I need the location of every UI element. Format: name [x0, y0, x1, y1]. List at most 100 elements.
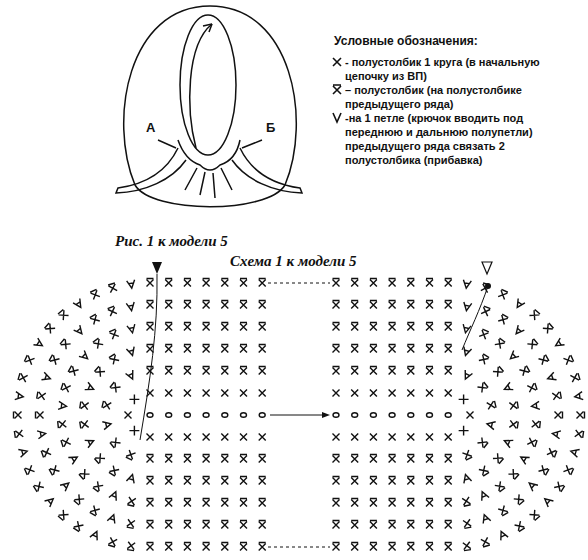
stitch-symbol	[333, 477, 340, 485]
stitch-symbol	[370, 279, 377, 287]
stitch-symbol	[407, 499, 414, 507]
stitch-symbol	[479, 329, 489, 339]
stitch-symbol	[108, 283, 117, 293]
stitch-symbol	[370, 323, 377, 331]
chain-stitch	[333, 413, 339, 418]
stitch-symbol	[184, 345, 191, 353]
stitch-symbol	[445, 434, 452, 441]
stitch-symbol	[102, 401, 111, 410]
stitch-symbol	[90, 530, 101, 541]
stitch-symbol	[498, 289, 508, 299]
stitch-symbol	[407, 390, 414, 397]
stitch-symbol	[127, 519, 135, 528]
direction-arrow	[270, 415, 326, 416]
stitch-symbol	[503, 437, 514, 448]
stitch-symbol	[463, 542, 471, 551]
stitch-symbol	[463, 519, 471, 528]
end-marker	[482, 262, 492, 274]
legend-text: - полустолбик 1 круга (в начальную цепоч…	[345, 55, 583, 83]
stitch-symbol	[221, 345, 228, 353]
stitch-symbol	[351, 301, 358, 309]
stitch-symbol	[240, 455, 247, 463]
stitch-symbol	[351, 543, 358, 551]
legend-title: Условные обозначения:	[334, 34, 478, 48]
stitch-symbol	[259, 323, 266, 331]
stitch-symbol	[351, 367, 358, 375]
stitch-symbol	[73, 298, 84, 309]
stitch-symbol	[553, 338, 564, 349]
stitch-symbol	[74, 494, 85, 505]
stitch-symbol	[203, 543, 210, 551]
stitch-symbol	[495, 338, 505, 349]
stitch-symbol	[445, 499, 452, 507]
stitch-symbol	[570, 373, 580, 382]
stitch-symbol	[41, 448, 51, 457]
stitch-symbol	[477, 437, 488, 447]
stitch-symbol	[407, 477, 414, 485]
stitch-symbol	[426, 499, 433, 507]
stitch-symbol	[333, 434, 340, 441]
stitch-symbol	[389, 390, 396, 397]
chain-stitch	[408, 413, 414, 418]
stitch-symbol	[333, 390, 340, 397]
stitch-symbol	[389, 543, 396, 551]
stitch-symbol	[519, 454, 530, 465]
stitch-symbol	[462, 497, 471, 506]
stitch-symbol	[61, 383, 71, 392]
chart-title: Схема 1 к модели 5	[230, 253, 357, 270]
stitch-symbol	[508, 350, 519, 361]
stitch-symbol	[462, 302, 471, 311]
stitch-symbol	[203, 279, 210, 287]
stitch-symbol	[221, 279, 228, 287]
stitch-symbol	[147, 345, 154, 353]
stitch-symbol	[221, 455, 228, 463]
stitch-symbol	[498, 530, 509, 541]
stitch-symbol	[498, 506, 508, 516]
stitch-symbol	[493, 366, 504, 377]
stitch-symbol	[370, 521, 377, 529]
stitch-symbol	[480, 513, 490, 523]
stitch-symbol	[74, 325, 85, 336]
start-marker	[152, 262, 162, 274]
stitch-symbol	[333, 323, 340, 331]
stitch-symbol	[513, 325, 524, 336]
chain-stitch	[222, 413, 228, 418]
stitch-symbol	[426, 434, 433, 441]
stitch-symbol	[90, 314, 100, 324]
stitch-symbol	[351, 345, 358, 353]
stitch-symbol	[93, 338, 103, 349]
stitch-symbol	[351, 521, 358, 529]
stitch-symbol	[58, 510, 69, 521]
stitch-symbol	[126, 347, 136, 357]
stitch-symbol	[426, 455, 433, 463]
stitch-symbol	[221, 521, 228, 529]
stitch-symbol	[14, 412, 22, 419]
stitch-symbol	[109, 329, 119, 339]
legend-symbol-first-round	[333, 58, 341, 66]
stitch-symbol	[351, 455, 358, 463]
stitch-symbol	[462, 280, 471, 289]
stitch-symbol	[33, 338, 44, 349]
stitch-symbol	[543, 323, 554, 334]
stitch-symbol	[514, 494, 525, 505]
stitch-symbol	[203, 477, 210, 485]
stitch-symbol	[555, 412, 563, 419]
stitch-symbol	[184, 455, 191, 463]
stitch-symbol	[109, 490, 120, 501]
stitch-symbol	[127, 280, 136, 289]
stitch-symbol	[509, 420, 518, 428]
stitch-symbol	[389, 434, 396, 441]
stitch-symbol	[108, 537, 117, 547]
stitch-symbol	[445, 477, 452, 485]
stitch-symbol	[147, 543, 154, 551]
stitch-symbol	[462, 450, 472, 460]
stitch-symbol	[221, 323, 228, 331]
stitch-symbol	[563, 355, 573, 365]
opening-outline	[180, 15, 236, 155]
stitch-symbol	[389, 455, 396, 463]
stitch-symbol	[184, 434, 191, 441]
stitch-symbol	[514, 298, 525, 309]
chain-stitch	[166, 413, 172, 418]
stitch-symbol	[90, 506, 100, 516]
stitch-symbol	[221, 477, 228, 485]
